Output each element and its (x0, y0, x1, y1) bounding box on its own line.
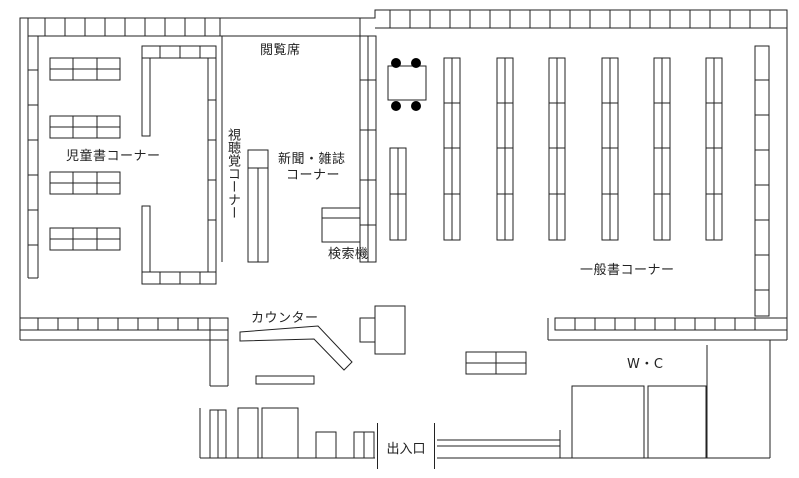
right-wall-shelf (754, 45, 770, 317)
restroom (571, 385, 707, 459)
lower-left-wall-shelf (19, 317, 229, 331)
newspaper-area (321, 35, 377, 263)
storage (209, 407, 375, 459)
label-audiovisual: 視聴覚コーナー (225, 128, 240, 219)
label-reading-seats: 閲覧席 (260, 43, 301, 58)
label-newspaper-line1: 新聞・雑誌 (278, 152, 346, 167)
label-counter: カウンター (251, 311, 319, 326)
children-tables (49, 57, 121, 251)
lower-right-wall-shelf (554, 317, 788, 331)
label-search-terminal: 検索機 (328, 247, 369, 262)
entrance: 出入口 (377, 423, 435, 469)
label-entrance: 出入口 (386, 442, 426, 457)
general-shelves (389, 57, 723, 241)
label-restroom: W・C (627, 357, 664, 372)
children-shelves (141, 45, 217, 285)
label-general-books: 一般書コーナー (580, 263, 675, 278)
counter (239, 305, 406, 385)
label-newspaper-line2: コーナー (286, 168, 341, 183)
outer-walls (19, 9, 788, 459)
audiovisual-area (221, 36, 269, 263)
lobby-table (465, 351, 527, 375)
left-wall-shelf (27, 35, 39, 279)
reading-table (387, 58, 427, 111)
top-wall-shelves (44, 10, 771, 36)
label-children-books: 児童書コーナー (66, 149, 161, 164)
